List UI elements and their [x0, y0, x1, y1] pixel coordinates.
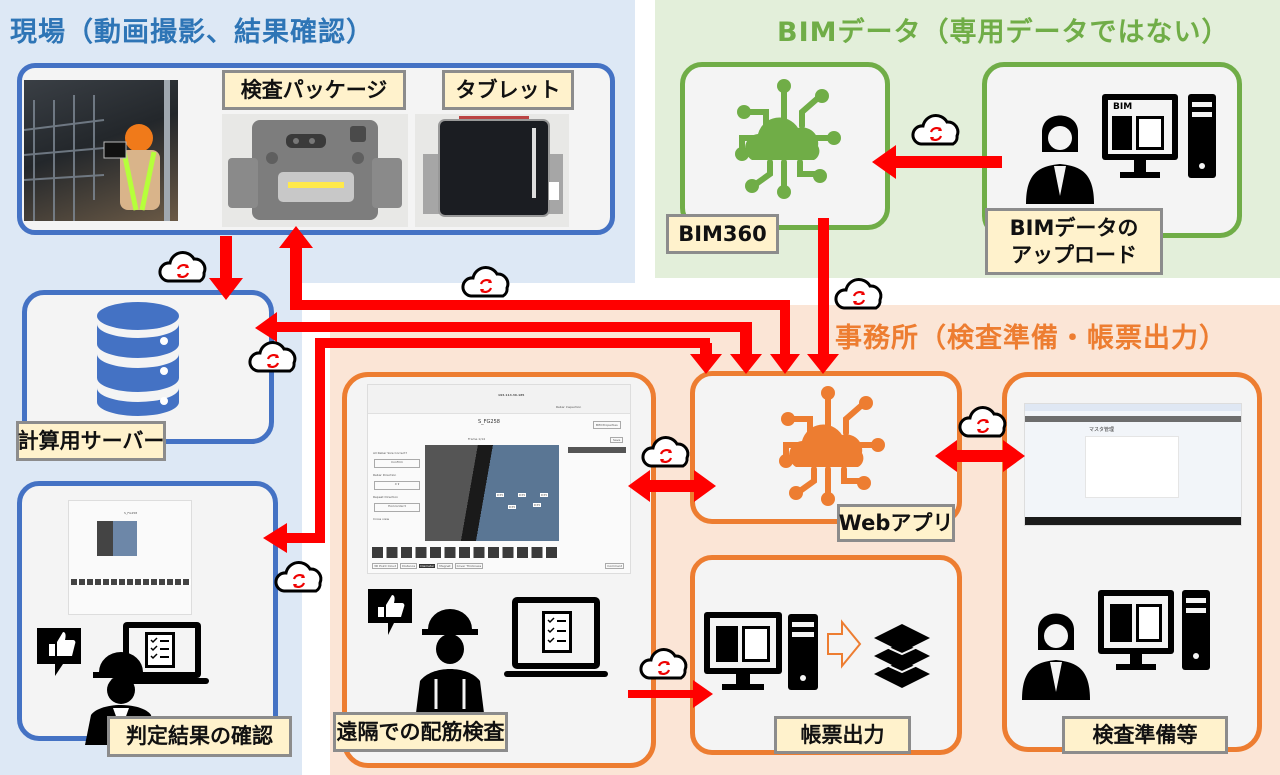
- result-screen-title: S_FG258: [124, 511, 138, 515]
- bim-upload-label-line1: BIMデータの: [1009, 216, 1139, 241]
- database-icon: [88, 300, 188, 418]
- rebar-label: D35: [533, 503, 542, 507]
- tablet-photo: [415, 114, 569, 227]
- woman-pc-icon: [1020, 590, 1220, 700]
- bim-upload-label-line2: アップロード: [1011, 242, 1137, 267]
- result-check-tablet-screen: S_FG258: [68, 500, 192, 615]
- inspection-prep-label: 検査準備等: [1062, 716, 1228, 754]
- monitor-bim-text: BIM: [1113, 102, 1133, 112]
- rebar-label: D35: [508, 505, 517, 509]
- pc-taskbar: [1025, 517, 1241, 525]
- tablet-illustration: [423, 116, 563, 217]
- web-app-cloud-network-icon: [766, 383, 890, 507]
- woman-pc-bim-icon: BIM: [1024, 92, 1224, 208]
- tablet-label: タブレット: [442, 70, 574, 110]
- tool-cover-thickness[interactable]: Cover Thickness: [454, 563, 484, 569]
- remote-inspection-label: 遠隔での配筋検査: [333, 712, 508, 752]
- screen-title: S_FG258: [478, 419, 500, 425]
- sync-cloud-icon: [834, 278, 883, 310]
- confirm-button[interactable]: Confirm: [374, 459, 420, 468]
- cross-view-label: Cross view: [373, 517, 390, 521]
- rebar-direction-label: Rebar Direction: [373, 473, 397, 477]
- right-panel-tabs[interactable]: [568, 447, 626, 453]
- rebar-label: D35: [496, 493, 505, 497]
- pc-content-card: [1085, 436, 1179, 498]
- pc-screen-header: マスタ管理: [1089, 427, 1115, 433]
- screen-url: 193.114.36.185: [498, 393, 525, 397]
- bim-region-title: BIMデータ（専用データではない）: [777, 17, 1230, 48]
- pc-browser-tabs: [1025, 404, 1241, 411]
- frame-counter: Frame 1/14: [468, 437, 486, 441]
- inspection-package-photo: [222, 114, 408, 227]
- pc-to-books-icon: [700, 608, 930, 698]
- rebar-direction-select[interactable]: X ▾: [374, 481, 420, 490]
- bim360-label: BIM360: [666, 214, 779, 254]
- tool-diameter[interactable]: Diameter: [419, 564, 436, 568]
- worker-filming-rebar-photo: [24, 80, 178, 221]
- repeat-direction-label: Repeat Direction: [373, 495, 399, 499]
- office-region-title: 事務所（検査準備・帳票出力）: [835, 323, 1227, 354]
- save-button[interactable]: Save: [610, 437, 624, 443]
- rebar-label: D35: [518, 493, 527, 497]
- tool-magnet[interactable]: Magnet: [437, 563, 453, 569]
- bim360-cloud-network-icon: [722, 76, 846, 200]
- tool-distance[interactable]: Distance: [400, 563, 418, 569]
- bim-properties-button[interactable]: BIM Properties: [593, 421, 621, 429]
- pc-app-header: [1025, 416, 1241, 422]
- screen-browser-bar: [368, 385, 630, 414]
- bim-upload-label: BIMデータの アップロード: [985, 208, 1163, 275]
- report-output-label: 帳票出力: [774, 716, 911, 754]
- web-app-label: Webアプリ: [837, 504, 955, 542]
- frame-thumbnail-strip[interactable]: [372, 547, 560, 558]
- rebar-label: D35: [540, 493, 549, 497]
- comment-button[interactable]: Comment: [605, 563, 624, 569]
- site-region-title: 現場（動画撮影、結果確認）: [10, 17, 374, 48]
- inspection-package-illustration: [228, 120, 402, 220]
- rebar-image: [425, 445, 559, 541]
- inspector-laptop-icon: [366, 585, 642, 715]
- inspection-package-label: 検査パッケージ: [222, 70, 406, 110]
- pc-web-screen: マスタ管理: [1024, 403, 1242, 526]
- repeat-direction-select[interactable]: Horizontal ▾: [374, 503, 420, 512]
- construction-site-illustration: [24, 80, 170, 221]
- all-rebar-question: All Rebar Size Correct?: [373, 451, 408, 455]
- worker-thumbs-up-icon: [35, 620, 210, 745]
- compute-server-label: 計算用サーバー: [16, 421, 166, 461]
- screen-tab-right: Rebar Inspection: [556, 405, 582, 409]
- tool-3d-point-cloud[interactable]: 3D Point Cloud: [372, 563, 399, 569]
- inspection-tablet-screen: 193.114.36.185 Rebar Inspection S_FG258 …: [367, 384, 631, 574]
- result-check-label: 判定結果の確認: [107, 716, 292, 757]
